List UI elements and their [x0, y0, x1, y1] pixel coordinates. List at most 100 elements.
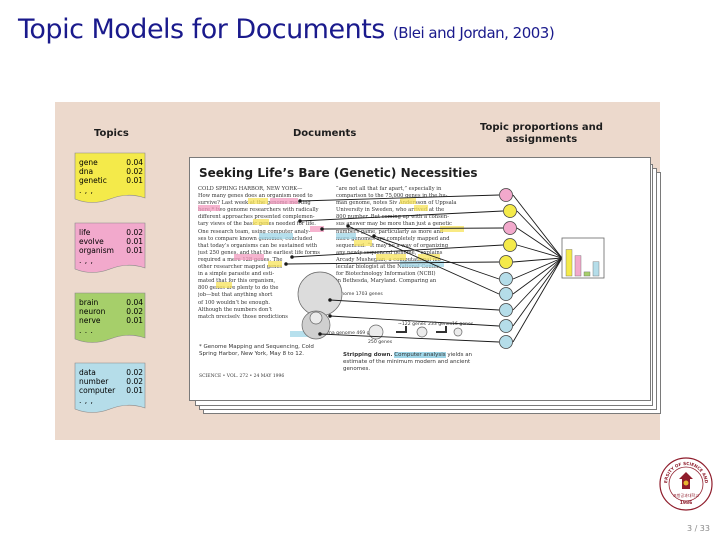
- highlight-survive: [198, 205, 220, 211]
- topic-ellipsis: . , ,: [79, 185, 94, 195]
- topic-card-shape: [74, 292, 146, 343]
- document-footer: SCIENCE • VOL. 272 • 24 MAY 1996: [199, 374, 285, 379]
- highlight-computational-r: [400, 261, 444, 267]
- document-footnote: * Genome Mapping and Sequencing, Cold Sp…: [199, 344, 314, 357]
- topic-word-row: life 0.02: [79, 228, 143, 237]
- label-233-genes: 233 genes: [428, 322, 453, 327]
- assignment-arrow: [291, 244, 504, 258]
- topic-word-row: brain 0.04: [79, 298, 143, 307]
- topic-assignment-circle: [503, 221, 517, 235]
- topic-word-probability: 0.01: [126, 237, 143, 247]
- assignment-arrow-head: [328, 298, 332, 302]
- assignment-arrow: [299, 194, 500, 202]
- topic-assignment-circle: [503, 238, 517, 252]
- highlight-computer: [259, 233, 293, 239]
- assignment-arrows: [284, 194, 504, 343]
- topic-word: dna: [79, 167, 94, 177]
- topic-word-probability: 0.02: [126, 228, 143, 237]
- university-logo: POHANG UNIVERSITY OF SCIENCE AND TECHNOL…: [659, 457, 713, 511]
- haemophilus-genome-circle: [297, 271, 343, 317]
- document-title: Seeking Life’s Bare (Genetic) Necessitie…: [199, 166, 478, 180]
- topic-assignment-circle: [499, 335, 513, 349]
- proportions-header-line2: assignments: [505, 134, 578, 145]
- page-number: 3 / 33: [686, 524, 710, 533]
- highlight-genes: [248, 198, 268, 204]
- proportion-fan-line: [516, 210, 563, 259]
- assignment-arrow-head: [318, 332, 322, 336]
- assignment-arrow-head: [320, 227, 324, 231]
- figure-caption-bold: Stripping down.: [343, 352, 393, 358]
- histogram-bar: [574, 255, 582, 277]
- assignment-arrow: [373, 235, 500, 280]
- assignment-arrow-head: [284, 262, 288, 266]
- histogram-bar: [565, 249, 573, 277]
- topic-word: brain: [79, 298, 99, 307]
- proportion-fan-line: [512, 194, 563, 259]
- topic-word-probability: 0.02: [126, 377, 143, 387]
- logo-year: 1986: [680, 500, 693, 506]
- gene-set-16-circle: [453, 327, 463, 337]
- logo-emblem-core: [683, 480, 689, 486]
- schematic-arrow-2: [436, 326, 447, 333]
- assignment-arrow-head: [328, 314, 332, 318]
- figure-caption-highlight: Computer analysis: [394, 352, 446, 358]
- assignment-circles: [499, 188, 517, 349]
- highlight-genetic-r: [440, 226, 464, 232]
- highlight-genome-r2: [418, 254, 440, 260]
- topic-ellipsis: . , ,: [79, 395, 94, 405]
- topic-word-probability: 0.02: [126, 167, 143, 177]
- assignment-arrow-head: [346, 224, 350, 228]
- topic-word-row: dna 0.02: [79, 167, 143, 176]
- assignment-arrow: [285, 261, 500, 265]
- gene-set-233-circle: [416, 326, 428, 338]
- overlap-circle: [309, 311, 323, 325]
- highlight-genomes-r: [354, 240, 372, 246]
- topic-word-probability: 0.01: [126, 246, 143, 256]
- histogram-bar: [583, 271, 591, 277]
- assignment-arrow: [347, 225, 500, 295]
- topic-word: life: [79, 228, 91, 237]
- schematic-arrow-1: [396, 326, 407, 333]
- highlight-organism: [270, 198, 298, 204]
- logo-korean-text: 포항공과대학교: [673, 492, 699, 498]
- topic-word-probability: 0.04: [126, 298, 143, 307]
- article-schematic: [297, 271, 463, 340]
- proportion-fan-line: [512, 257, 563, 280]
- proportion-fan-line: [516, 244, 563, 259]
- topic-proportion-histogram: [561, 237, 605, 279]
- topics-header: Topics: [94, 128, 129, 139]
- topic-word: data: [79, 368, 96, 377]
- documents-header: Documents: [293, 128, 357, 139]
- figure-caption: Stripping down. Computer analysis yields…: [343, 352, 473, 373]
- mycoplasma-genome-circle: [301, 310, 331, 340]
- figure-caption-rest: yields an estimate of the minimum modern…: [343, 352, 473, 372]
- gene-set-250-circle: [368, 324, 384, 340]
- topic-assignment-circle: [499, 272, 513, 286]
- proportion-fan-line: [512, 257, 563, 263]
- proportions-header-line1: Topic proportions and: [480, 122, 603, 133]
- slide-title-main: Topic Models for Documents: [18, 14, 385, 45]
- topic-assignment-circle: [499, 303, 513, 317]
- assignment-arrow: [299, 210, 504, 222]
- highlight-numbers-r: [336, 233, 356, 239]
- slide-title: Topic Models for Documents (Blei and Jor…: [18, 14, 555, 45]
- topic-word-probability: 0.02: [126, 307, 143, 317]
- topic-word-probability: 0.01: [126, 386, 143, 396]
- assignment-arrow: [329, 315, 500, 327]
- highlight-life: [310, 226, 324, 232]
- topic-word-probability: 0.01: [126, 176, 143, 186]
- proportion-fan-line: [512, 257, 563, 343]
- label-16-genes: 16 genes: [452, 322, 474, 327]
- assignment-arrow-head: [290, 255, 294, 259]
- topic-assignment-circle: [499, 255, 513, 269]
- highlight-genes-3: [216, 282, 232, 288]
- assignment-arrow-head: [298, 199, 302, 203]
- assignment-arrow: [329, 299, 500, 311]
- label-250-genes: 250 genes: [368, 340, 393, 345]
